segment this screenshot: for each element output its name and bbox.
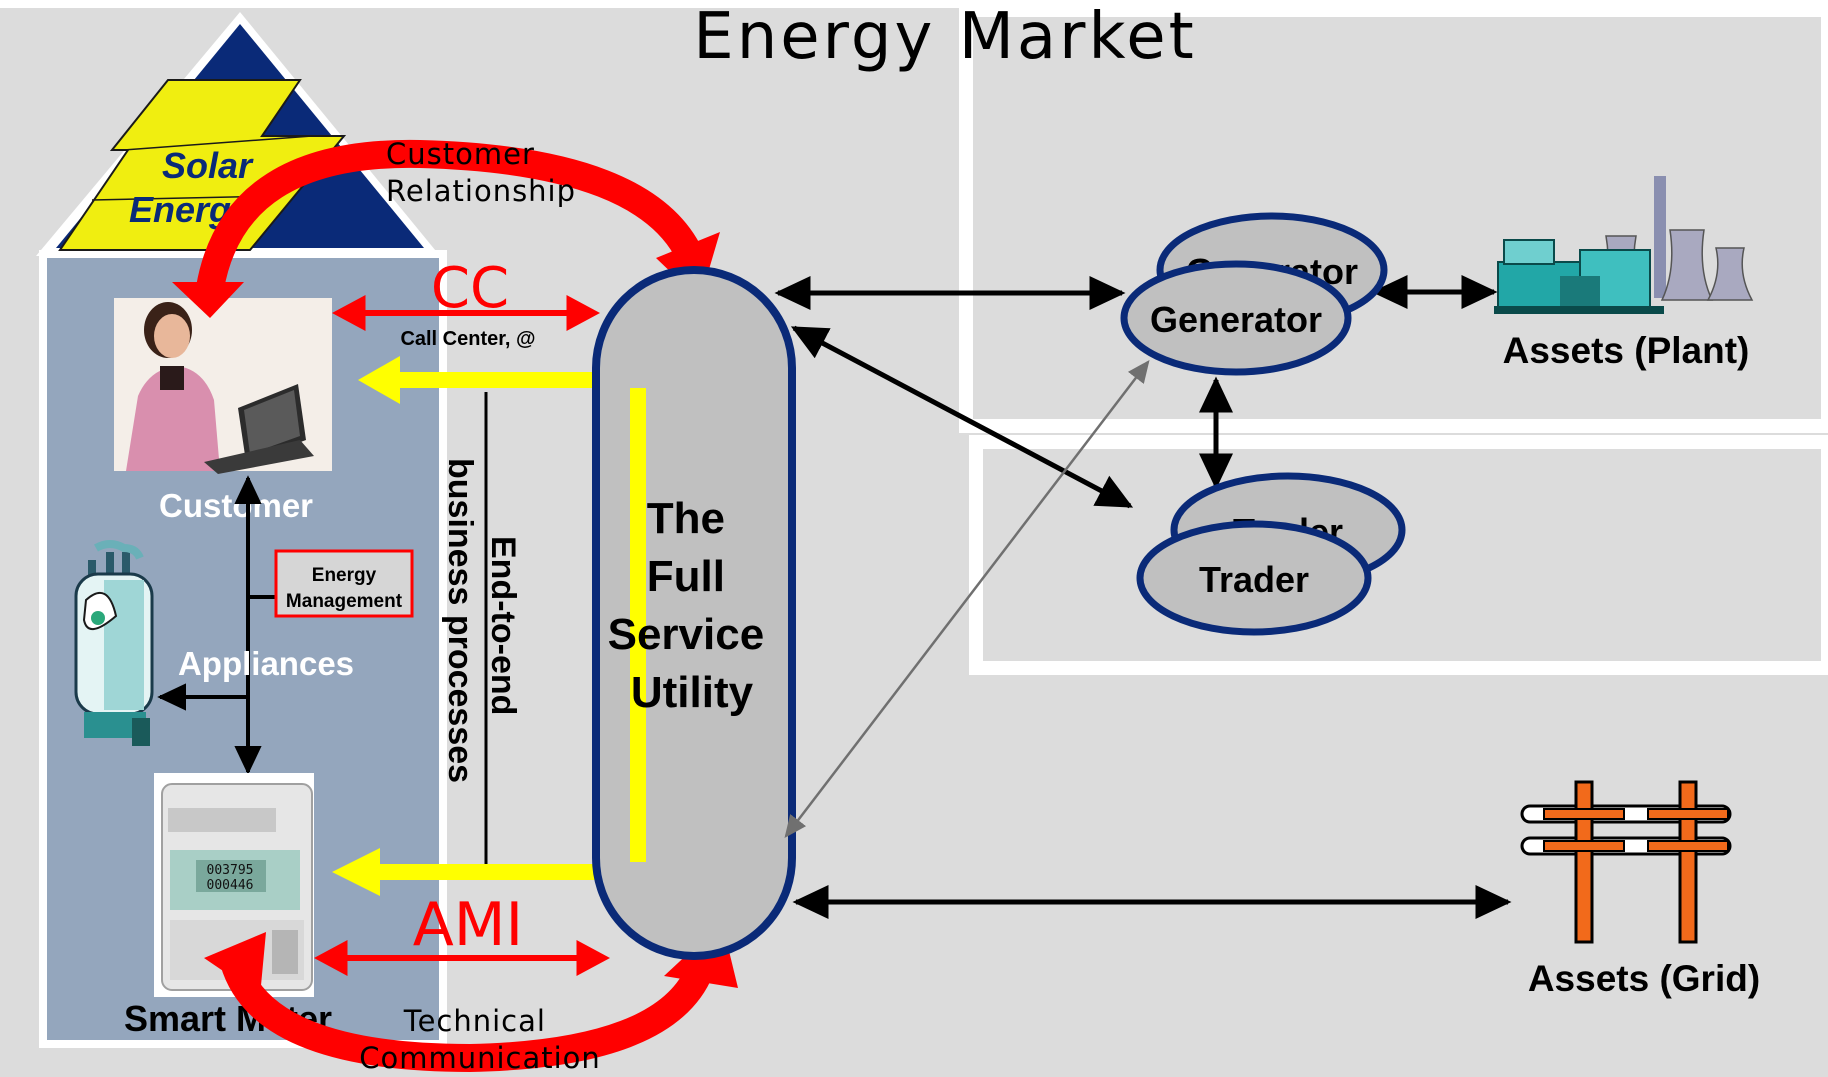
utility-line1: The (647, 494, 725, 543)
solar-panel-seam (123, 135, 313, 151)
customer-relationship-line2: Relationship (386, 174, 576, 208)
smart-meter-image: 003795 000446 (154, 773, 314, 997)
energy-management-line1: Energy (312, 565, 377, 586)
cc-connection: CC Call Center, @ (331, 256, 601, 350)
technical-communication-label: Technical Communication (359, 1004, 601, 1075)
trader-node: Trader Trader (1136, 472, 1406, 636)
customer-image (114, 298, 332, 474)
trader-front (1136, 520, 1372, 636)
generator-node: Generator Generator (1120, 212, 1388, 376)
utility-label: The Full Service Utility (608, 494, 777, 717)
utility-line3: Service (608, 610, 765, 659)
full-service-utility: The Full Service Utility (592, 266, 796, 960)
house-connectors (157, 475, 276, 775)
technical-communication-line2: Communication (359, 1041, 601, 1075)
utility-line2: Full (647, 552, 725, 601)
meter-display-line2: 000446 (207, 878, 254, 893)
trading-region (969, 435, 1828, 675)
assets-plant-label: Assets (Plant) (1503, 330, 1750, 371)
process-line1: End-to-end (484, 536, 522, 715)
cc-sublabel: Call Center, @ (400, 328, 535, 350)
technical-communication-line1: Technical (403, 1004, 546, 1038)
solar-panel (58, 79, 347, 251)
customer-relationship-line1: Customer (386, 137, 535, 171)
solar-energy-line1: Solar (162, 145, 254, 186)
page-title: Energy Market (693, 0, 1196, 74)
meter-display-line1: 003795 (207, 863, 254, 878)
customer-label: Customer (159, 487, 313, 524)
meter-generator-link (784, 360, 1150, 838)
generator-front-label: Generator (1150, 299, 1322, 340)
generator-front (1120, 260, 1352, 376)
customer-relationship-label: Customer Relationship (386, 137, 576, 208)
ami-label: AMI (413, 890, 524, 960)
appliance-icon (74, 540, 154, 746)
trader-front-label: Trader (1199, 559, 1309, 600)
energy-management-box: Energy Management (274, 549, 414, 618)
assets-grid-label: Assets (Grid) (1528, 958, 1760, 999)
energy-management-line2: Management (286, 591, 403, 612)
appliances-label: Appliances (178, 645, 354, 682)
market-arrows (774, 275, 1512, 919)
power-plant-icon (1494, 176, 1754, 314)
process-line2: business processes (441, 458, 479, 783)
grid-pylons-icon (1520, 780, 1732, 944)
utility-line4: Utility (631, 668, 754, 717)
ami-connection: AMI (313, 890, 611, 976)
